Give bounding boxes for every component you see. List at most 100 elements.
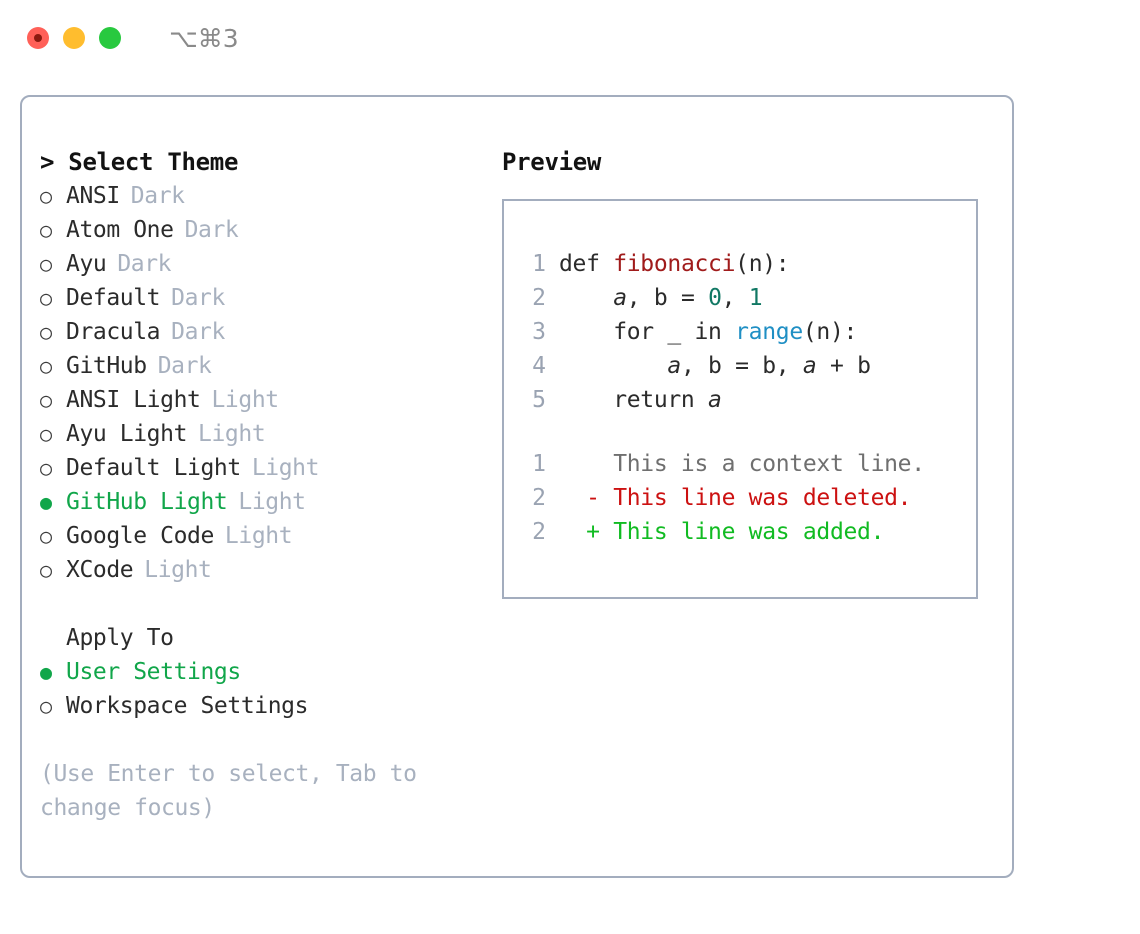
close-button-icon[interactable] bbox=[27, 27, 49, 49]
radio-unselected-icon: ○ bbox=[40, 558, 53, 582]
code-token-var: a bbox=[613, 285, 627, 311]
radio-selected-icon: ● bbox=[40, 660, 53, 684]
keyboard-hint-text: (Use Enter to select, Tab to change focu… bbox=[40, 761, 417, 821]
line-number: 4 bbox=[532, 353, 546, 379]
line-number: 2 bbox=[532, 285, 546, 311]
title-bar: ⌥⌘3 bbox=[0, 0, 1140, 76]
code-token-plain: + b bbox=[816, 353, 871, 379]
line-number: 2 bbox=[532, 485, 546, 511]
radio-unselected-icon: ○ bbox=[40, 388, 53, 412]
apply-to-option-label: Workspace Settings bbox=[66, 693, 309, 719]
theme-option-label: Atom One bbox=[66, 217, 174, 243]
theme-option-category: Dark bbox=[157, 353, 212, 379]
theme-option-label: Google Code bbox=[66, 523, 214, 549]
diff-line-context: 1 This is a context line. bbox=[520, 447, 970, 481]
code-line-text: a, b = b, a + b bbox=[559, 349, 871, 383]
code-token-plain: = bbox=[667, 285, 709, 311]
minimize-button-icon[interactable] bbox=[63, 27, 85, 49]
code-token-var: a bbox=[802, 353, 817, 379]
radio-unselected-icon: ○ bbox=[40, 184, 53, 208]
theme-option-label: Ayu Light bbox=[66, 421, 188, 447]
code-token-plain: , b = b, bbox=[680, 353, 803, 379]
apply-to-heading: Apply To bbox=[66, 625, 174, 651]
theme-option-label: GitHub bbox=[66, 353, 147, 379]
theme-option-label: Ayu bbox=[66, 251, 107, 277]
code-token-plain: return bbox=[559, 387, 709, 413]
radio-unselected-icon: ○ bbox=[40, 694, 53, 718]
radio-unselected-icon: ○ bbox=[40, 422, 53, 446]
apply-to-list[interactable]: ● User Settings ○ Workspace Settings bbox=[40, 655, 480, 723]
theme-option-category: Dark bbox=[171, 319, 225, 345]
code-token-plain: for _ in bbox=[559, 319, 736, 345]
code-line: 2 a, b = 0, 1 bbox=[520, 281, 970, 315]
code-token-plain: def bbox=[559, 251, 614, 277]
theme-option-label: ANSI bbox=[66, 183, 120, 209]
line-number: 1 bbox=[532, 451, 546, 477]
radio-unselected-icon: ○ bbox=[40, 456, 53, 480]
code-token-plain: , bbox=[721, 285, 749, 311]
radio-unselected-icon: ○ bbox=[40, 218, 53, 242]
line-number: 5 bbox=[532, 387, 546, 413]
theme-option-category: Light bbox=[144, 557, 212, 583]
radio-unselected-icon: ○ bbox=[40, 286, 53, 310]
line-number: 3 bbox=[532, 319, 546, 345]
theme-option-label: Default Light bbox=[66, 455, 241, 481]
code-line: 3 for _ in range(n): bbox=[520, 315, 970, 349]
code-token-number: 0 bbox=[708, 285, 722, 311]
keyboard-shortcut-label: ⌥⌘3 bbox=[169, 23, 239, 53]
theme-option-ansi-light[interactable]: ○ ANSI Light Light bbox=[40, 383, 480, 417]
code-line-text: a, b = 0, 1 bbox=[559, 281, 762, 315]
code-token-plain: (n): bbox=[802, 319, 858, 345]
theme-option-atom-one[interactable]: ○ Atom One Dark bbox=[40, 213, 480, 247]
theme-option-ayu-light[interactable]: ○ Ayu Light Light bbox=[40, 417, 480, 451]
code-line: 1 def fibonacci(n): bbox=[520, 247, 970, 281]
theme-option-xcode[interactable]: ○ XCode Light bbox=[40, 553, 480, 587]
apply-to-option-user-settings[interactable]: ● User Settings bbox=[40, 655, 480, 689]
apply-to-option-label: User Settings bbox=[66, 659, 241, 685]
code-token-call: range bbox=[735, 319, 803, 345]
code-token-number: 1 bbox=[748, 285, 763, 311]
code-line: 5 return a bbox=[520, 383, 970, 417]
code-token-plain: (n): bbox=[735, 251, 790, 277]
code-token-plain: b bbox=[653, 285, 668, 311]
theme-option-label: Default bbox=[66, 285, 161, 311]
diff-lines: 1 This is a context line. 2 - This line w… bbox=[520, 447, 970, 549]
theme-option-label: Dracula bbox=[66, 319, 161, 345]
theme-option-category: Light bbox=[198, 421, 266, 447]
theme-option-category: Dark bbox=[184, 217, 239, 243]
theme-option-label: GitHub Light bbox=[66, 489, 228, 515]
radio-unselected-icon: ○ bbox=[40, 252, 53, 276]
theme-option-category: Dark bbox=[130, 183, 185, 209]
theme-option-ansi[interactable]: ○ ANSI Dark bbox=[40, 179, 480, 213]
code-line: 4 a, b = b, a + b bbox=[520, 349, 970, 383]
radio-unselected-icon: ○ bbox=[40, 354, 53, 378]
code-line-text: for _ in range(n): bbox=[559, 315, 857, 349]
code-token-plain bbox=[559, 353, 667, 379]
preview-heading: Preview bbox=[502, 148, 602, 176]
apply-to-option-workspace-settings[interactable]: ○ Workspace Settings bbox=[40, 689, 480, 723]
line-number: 1 bbox=[532, 251, 546, 277]
theme-option-category: Light bbox=[211, 387, 279, 413]
diff-line-text: This is a context line. bbox=[559, 451, 925, 477]
theme-option-label: XCode bbox=[66, 557, 134, 583]
theme-option-github[interactable]: ○ GitHub Dark bbox=[40, 349, 480, 383]
maximize-button-icon[interactable] bbox=[99, 27, 121, 49]
theme-option-category: Light bbox=[224, 523, 293, 549]
code-line-text: def fibonacci(n): bbox=[559, 247, 790, 281]
diff-line-text: - This line was deleted. bbox=[559, 485, 912, 511]
code-token-function: fibonacci bbox=[613, 251, 736, 277]
theme-option-label: ANSI Light bbox=[66, 387, 201, 413]
